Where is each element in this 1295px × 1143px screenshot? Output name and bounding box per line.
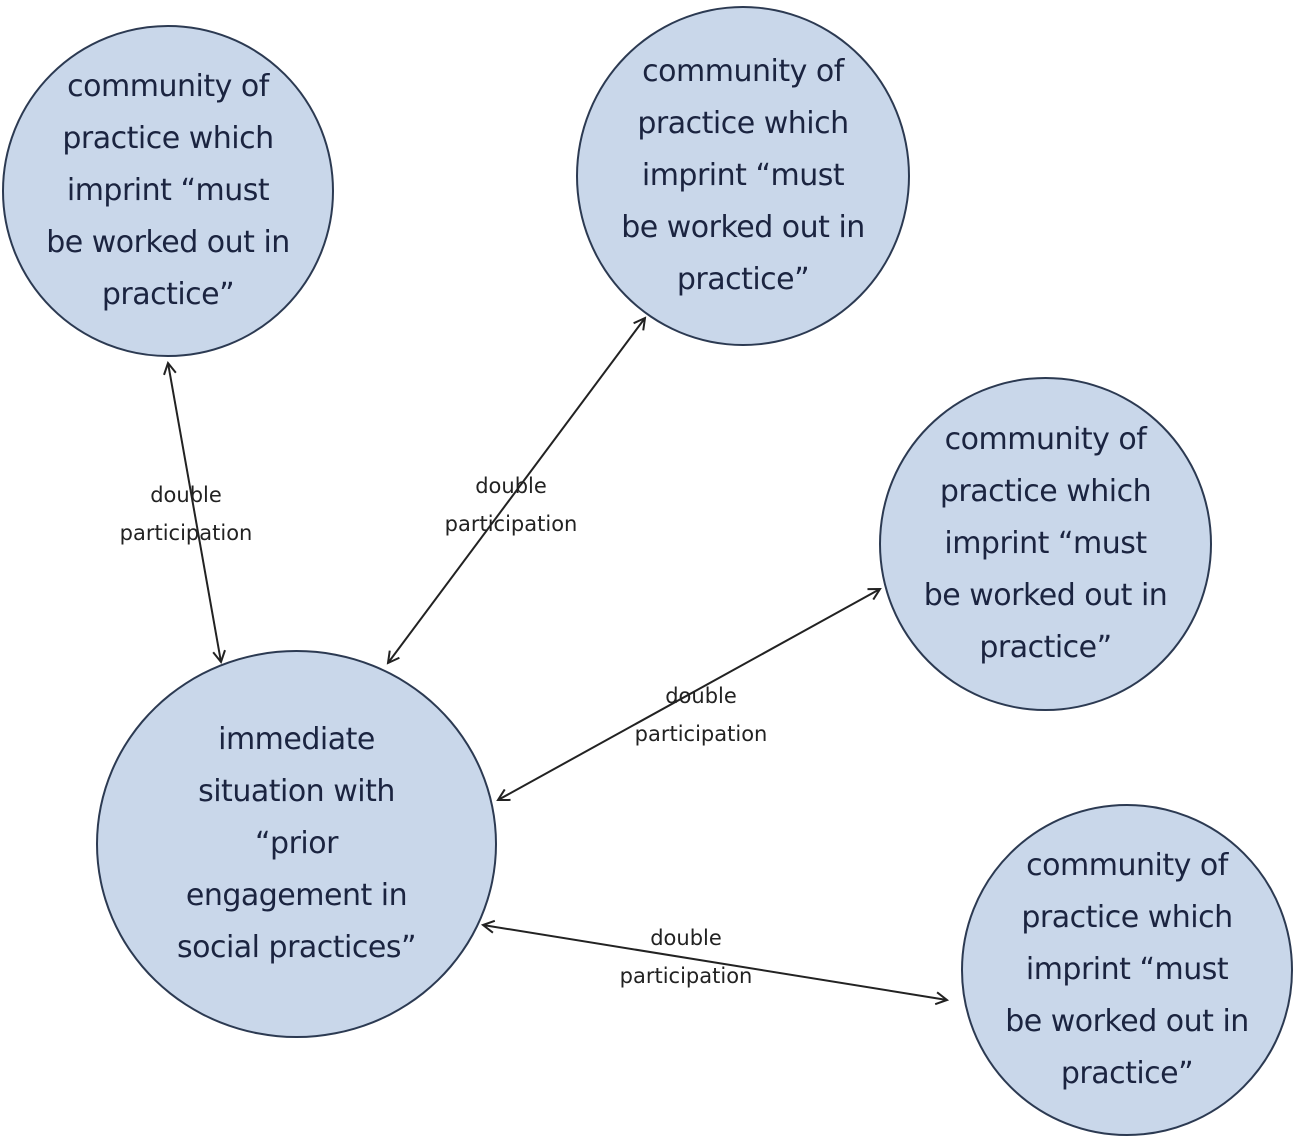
edge-label: double participation	[634, 684, 768, 746]
node-label: community of practice which imprint “mus…	[621, 54, 865, 297]
node-immediate-situation: immediate situation with “prior engageme…	[96, 650, 497, 1038]
node-label: immediate situation with “prior engageme…	[176, 722, 417, 965]
node-community-bottom-right: community of practice which imprint “mus…	[961, 804, 1293, 1136]
edge-label: double participation	[119, 483, 253, 545]
node-label: community of practice which imprint “mus…	[923, 422, 1168, 665]
node-community-top-left: community of practice which imprint “mus…	[2, 25, 334, 357]
double-arrow-top-middle	[388, 318, 645, 663]
node-community-right-middle: community of practice which imprint “mus…	[879, 377, 1212, 711]
double-arrow-top-left	[168, 363, 221, 662]
node-label: community of practice which imprint “mus…	[46, 69, 290, 312]
double-arrow-bottom-right	[483, 925, 947, 1000]
double-arrow-right-middle	[498, 589, 880, 800]
node-label: community of practice which imprint “mus…	[1005, 848, 1249, 1091]
node-community-top-middle: community of practice which imprint “mus…	[576, 6, 910, 346]
edge-label: double participation	[619, 926, 753, 988]
edge-label: double participation	[444, 474, 578, 536]
